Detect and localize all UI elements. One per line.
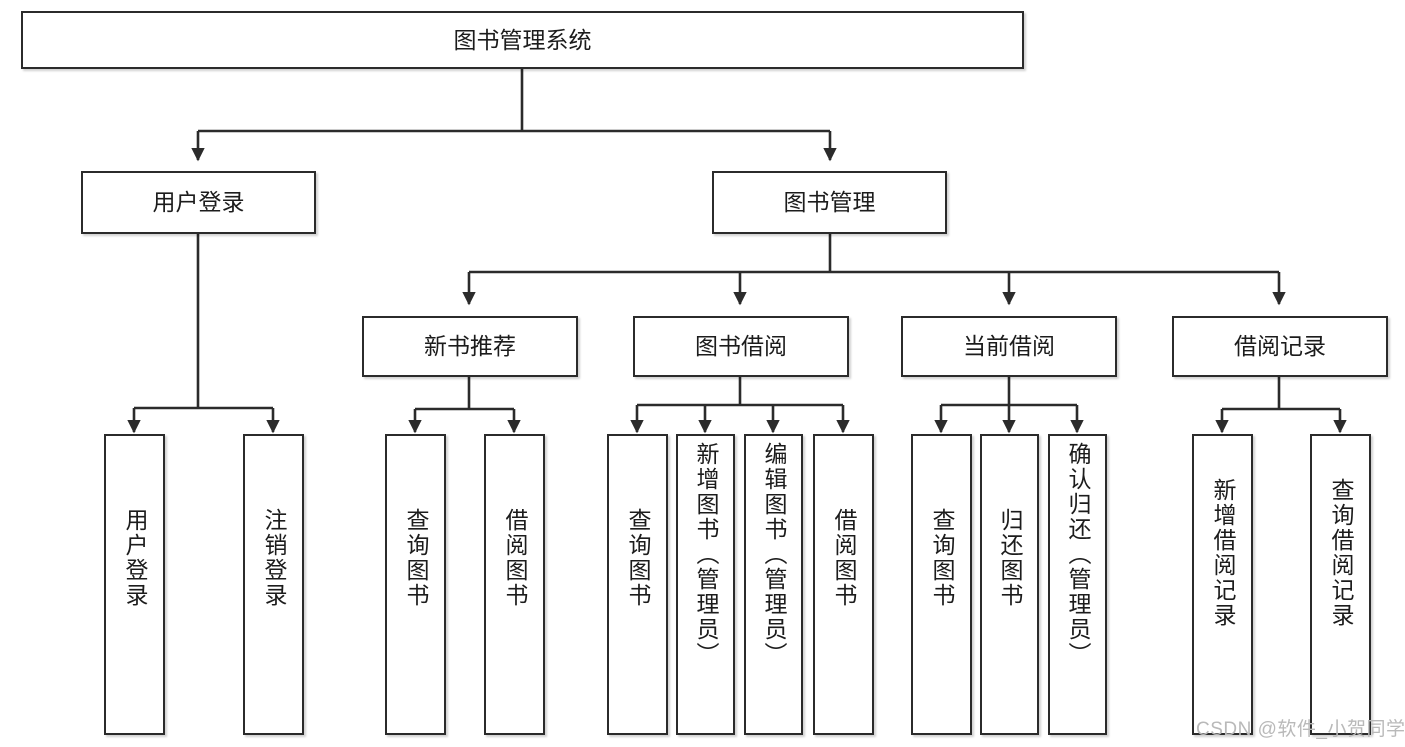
csdn-watermark: CSDN @软件_小贺同学 [1196, 719, 1405, 740]
leaf-confirm-return-admin[interactable]: 确认归还（管理员） [1048, 434, 1107, 735]
node-label: 归还图书 [997, 508, 1023, 608]
leaf-add-book-admin[interactable]: 新增图书（管理员） [676, 434, 735, 735]
node-label: 借阅图书 [831, 508, 857, 608]
node-book-borrowing[interactable]: 图书借阅 [633, 316, 849, 377]
node-label: 编辑图书（管理员） [761, 442, 787, 667]
leaf-borrow-books-borrowing[interactable]: 借阅图书 [813, 434, 874, 735]
leaf-user-login[interactable]: 用户登录 [104, 434, 165, 735]
leaf-query-books-borrowing[interactable]: 查询图书 [607, 434, 668, 735]
node-root-book-management-system[interactable]: 图书管理系统 [21, 11, 1024, 69]
leaf-logout[interactable]: 注销登录 [243, 434, 304, 735]
node-new-book-recommendation[interactable]: 新书推荐 [362, 316, 578, 377]
leaf-query-borrow-record[interactable]: 查询借阅记录 [1310, 434, 1371, 735]
node-label: 确认归还（管理员） [1065, 442, 1091, 667]
node-label: 图书借阅 [695, 333, 787, 360]
node-book-management[interactable]: 图书管理 [712, 171, 947, 234]
node-label: 借阅图书 [502, 508, 528, 608]
node-label: 新增图书（管理员） [693, 442, 719, 667]
leaf-edit-book-admin[interactable]: 编辑图书（管理员） [744, 434, 803, 735]
node-label: 查询借阅记录 [1328, 478, 1354, 628]
node-user-login[interactable]: 用户登录 [81, 171, 316, 234]
leaf-query-books-current[interactable]: 查询图书 [911, 434, 972, 735]
node-label: 新书推荐 [424, 333, 516, 360]
node-label: 新增借阅记录 [1210, 478, 1236, 628]
leaf-query-books-recommend[interactable]: 查询图书 [385, 434, 446, 735]
leaf-add-borrow-record[interactable]: 新增借阅记录 [1192, 434, 1253, 735]
node-label: 图书管理 [783, 189, 876, 216]
node-label: 查询图书 [625, 508, 651, 608]
node-borrowing-records[interactable]: 借阅记录 [1172, 316, 1388, 377]
leaf-borrow-books-recommend[interactable]: 借阅图书 [484, 434, 545, 735]
node-label: 查询图书 [403, 508, 429, 608]
node-label: 用户登录 [122, 508, 148, 608]
node-label: 借阅记录 [1234, 333, 1326, 360]
node-label: 查询图书 [929, 508, 955, 608]
leaf-return-books[interactable]: 归还图书 [980, 434, 1039, 735]
node-current-borrowing[interactable]: 当前借阅 [901, 316, 1117, 377]
node-label: 注销登录 [261, 508, 287, 608]
node-label: 当前借阅 [963, 333, 1055, 360]
node-label: 用户登录 [152, 189, 245, 216]
node-label: 图书管理系统 [453, 26, 592, 53]
